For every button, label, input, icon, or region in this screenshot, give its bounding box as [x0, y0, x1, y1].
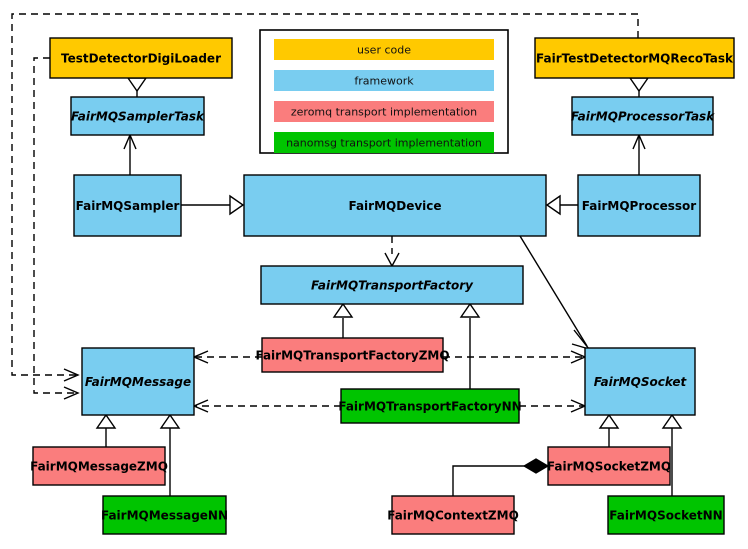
- class-node-FairMQMessageNN[interactable]: FairMQMessageNN: [101, 495, 228, 535]
- class-node-FairMQSocket[interactable]: FairMQSocket: [584, 347, 696, 416]
- class-node-box: [261, 337, 444, 373]
- class-node-box: [571, 96, 714, 136]
- class-node-FairMQProcessorTask[interactable]: FairMQProcessorTask: [571, 96, 715, 136]
- class-node-label: FairMQSamplerTask: [71, 110, 205, 124]
- legend-item-0: user code: [274, 39, 494, 60]
- class-node-box: [70, 96, 205, 136]
- class-node-FairTestDetectorMQRecoTask[interactable]: FairTestDetectorMQRecoTask: [534, 37, 735, 79]
- class-node-FairMQTransportFactory[interactable]: FairMQTransportFactory: [260, 265, 524, 305]
- class-node-FairMQSamplerTask[interactable]: FairMQSamplerTask: [70, 96, 205, 136]
- class-node-FairMQSampler[interactable]: FairMQSampler: [73, 174, 182, 237]
- arrowhead-hollow-socketzmq-socket: [598, 413, 620, 429]
- class-node-label: FairMQMessageNN: [101, 509, 228, 523]
- class-node-FairMQDevice[interactable]: FairMQDevice: [243, 174, 547, 237]
- class-node-box: [607, 495, 725, 535]
- class-node-label: FairMQSocketZMQ: [547, 460, 671, 474]
- edge-contextzmq-to-socketzmq: [452, 465, 525, 496]
- legend-swatch: [274, 70, 494, 91]
- class-node-box: [534, 37, 735, 79]
- class-node-label: FairMQTransportFactoryZMQ: [255, 349, 449, 363]
- edge-recotask-to-message: [11, 13, 639, 376]
- class-node-TestDetectorDigiLoader[interactable]: TestDetectorDigiLoader: [49, 37, 233, 79]
- class-node-label: FairMQContextZMQ: [387, 509, 519, 523]
- class-node-FairMQMessageZMQ[interactable]: FairMQMessageZMQ: [30, 446, 168, 486]
- legend-label: user code: [357, 44, 411, 57]
- legend-swatch: [274, 39, 494, 60]
- class-node-label: FairMQTransportFactory: [311, 279, 474, 293]
- class-node-box: [577, 174, 701, 237]
- arrowhead-hollow-messagenn-message: [159, 413, 181, 429]
- arrowhead-open-recotask-message: [63, 368, 80, 382]
- edge-device-to-socket: [519, 235, 588, 347]
- legend-items-group: user code framework zeromq transport imple…: [274, 39, 494, 153]
- class-node-FairMQSocketZMQ[interactable]: FairMQSocketZMQ: [547, 446, 671, 486]
- class-node-box: [49, 37, 233, 79]
- class-node-label: FairMQMessageZMQ: [30, 460, 168, 474]
- class-node-label: FairTestDetectorMQRecoTask: [536, 52, 734, 66]
- arrowhead-hollow-processor-device: [545, 194, 561, 216]
- legend-item-1: framework: [274, 70, 494, 91]
- class-node-label: FairMQSocketNN: [609, 509, 722, 523]
- legend-swatch: [274, 101, 494, 122]
- class-node-box: [260, 265, 524, 305]
- class-node-box: [584, 347, 696, 416]
- class-node-label: FairMQProcessor: [582, 199, 697, 213]
- legend-label: zeromq transport implementation: [291, 106, 477, 119]
- legend-label: nanomsg transport implementation: [286, 137, 482, 150]
- arrowhead-hollow-factoryzmq-factory: [332, 302, 354, 318]
- nodes-group: TestDetectorDigiLoader FairTestDetectorMQ…: [30, 37, 735, 535]
- class-node-label: FairMQTransportFactoryNN: [338, 400, 521, 414]
- class-node-label: FairMQProcessorTask: [571, 110, 715, 124]
- class-node-label: FairMQSampler: [76, 199, 180, 213]
- class-node-label: FairMQMessage: [85, 375, 191, 389]
- class-node-box: [73, 174, 182, 237]
- class-node-box: [81, 347, 195, 416]
- arrowhead-open-digiloader-message: [63, 386, 80, 400]
- class-node-box: [340, 388, 520, 424]
- legend-label: framework: [354, 75, 414, 88]
- edge-digiloader-to-message: [33, 57, 76, 394]
- class-node-FairMQProcessor[interactable]: FairMQProcessor: [577, 174, 701, 237]
- legend-item-3: nanomsg transport implementation: [274, 132, 494, 153]
- arrowhead-hollow-factorynn-factory: [459, 302, 481, 318]
- legend-swatch: [274, 132, 494, 153]
- class-node-box: [32, 446, 166, 486]
- class-node-box: [102, 495, 227, 535]
- class-node-box: [243, 174, 547, 237]
- class-node-FairMQMessage[interactable]: FairMQMessage: [81, 347, 195, 416]
- arrowhead-hollow-messagezmq-message: [95, 413, 117, 429]
- class-node-FairMQTransportFactoryZMQ[interactable]: FairMQTransportFactoryZMQ: [255, 337, 450, 373]
- class-node-FairMQTransportFactoryNN[interactable]: FairMQTransportFactoryNN: [338, 388, 522, 424]
- class-node-label: FairMQDevice: [348, 199, 441, 213]
- class-node-label: FairMQSocket: [594, 375, 688, 389]
- legend-item-2: zeromq transport implementation: [274, 101, 494, 122]
- arrowhead-hollow-socketnn-socket: [661, 413, 683, 429]
- class-node-box: [547, 446, 671, 486]
- class-node-FairMQSocketNN[interactable]: FairMQSocketNN: [607, 495, 725, 535]
- arrowhead-hollow-sampler-device: [229, 194, 245, 216]
- class-node-FairMQContextZMQ[interactable]: FairMQContextZMQ: [387, 495, 519, 535]
- class-node-label: TestDetectorDigiLoader: [61, 52, 221, 66]
- class-node-box: [391, 495, 515, 535]
